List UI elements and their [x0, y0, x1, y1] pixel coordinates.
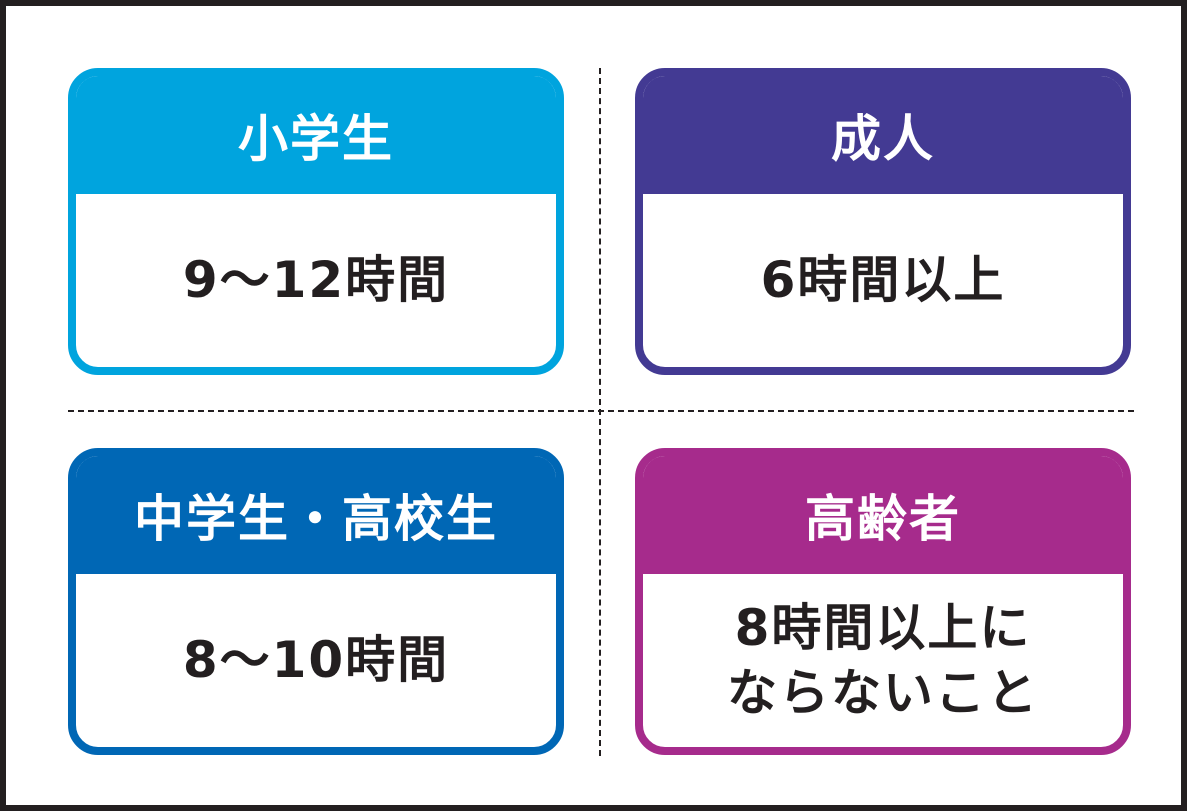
card-header: 小学生	[76, 76, 556, 194]
card-body: 8時間以上に ならないこと	[643, 574, 1123, 747]
card-header: 成人	[643, 76, 1123, 194]
card-value: 8～10時間	[182, 631, 450, 689]
card-value: 6時間以上	[760, 251, 1006, 309]
card-adult: 成人 6時間以上	[635, 68, 1131, 375]
card-title: 高齢者	[805, 490, 961, 548]
card-header: 高齢者	[643, 456, 1123, 574]
card-title: 中学生・高校生	[134, 490, 498, 548]
card-elementary-school: 小学生 9～12時間	[68, 68, 564, 375]
card-value: 9～12時間	[182, 251, 450, 309]
card-middle-high-school: 中学生・高校生 8～10時間	[68, 448, 564, 755]
card-title: 成人	[831, 110, 935, 168]
card-header: 中学生・高校生	[76, 456, 556, 574]
card-body: 6時間以上	[643, 194, 1123, 367]
card-body: 9～12時間	[76, 194, 556, 367]
vertical-divider	[599, 68, 601, 756]
card-elderly: 高齢者 8時間以上に ならないこと	[635, 448, 1131, 755]
card-value: 8時間以上に ならないこと	[727, 598, 1039, 722]
card-body: 8～10時間	[76, 574, 556, 747]
card-title: 小学生	[238, 110, 394, 168]
horizontal-divider	[68, 410, 1134, 412]
